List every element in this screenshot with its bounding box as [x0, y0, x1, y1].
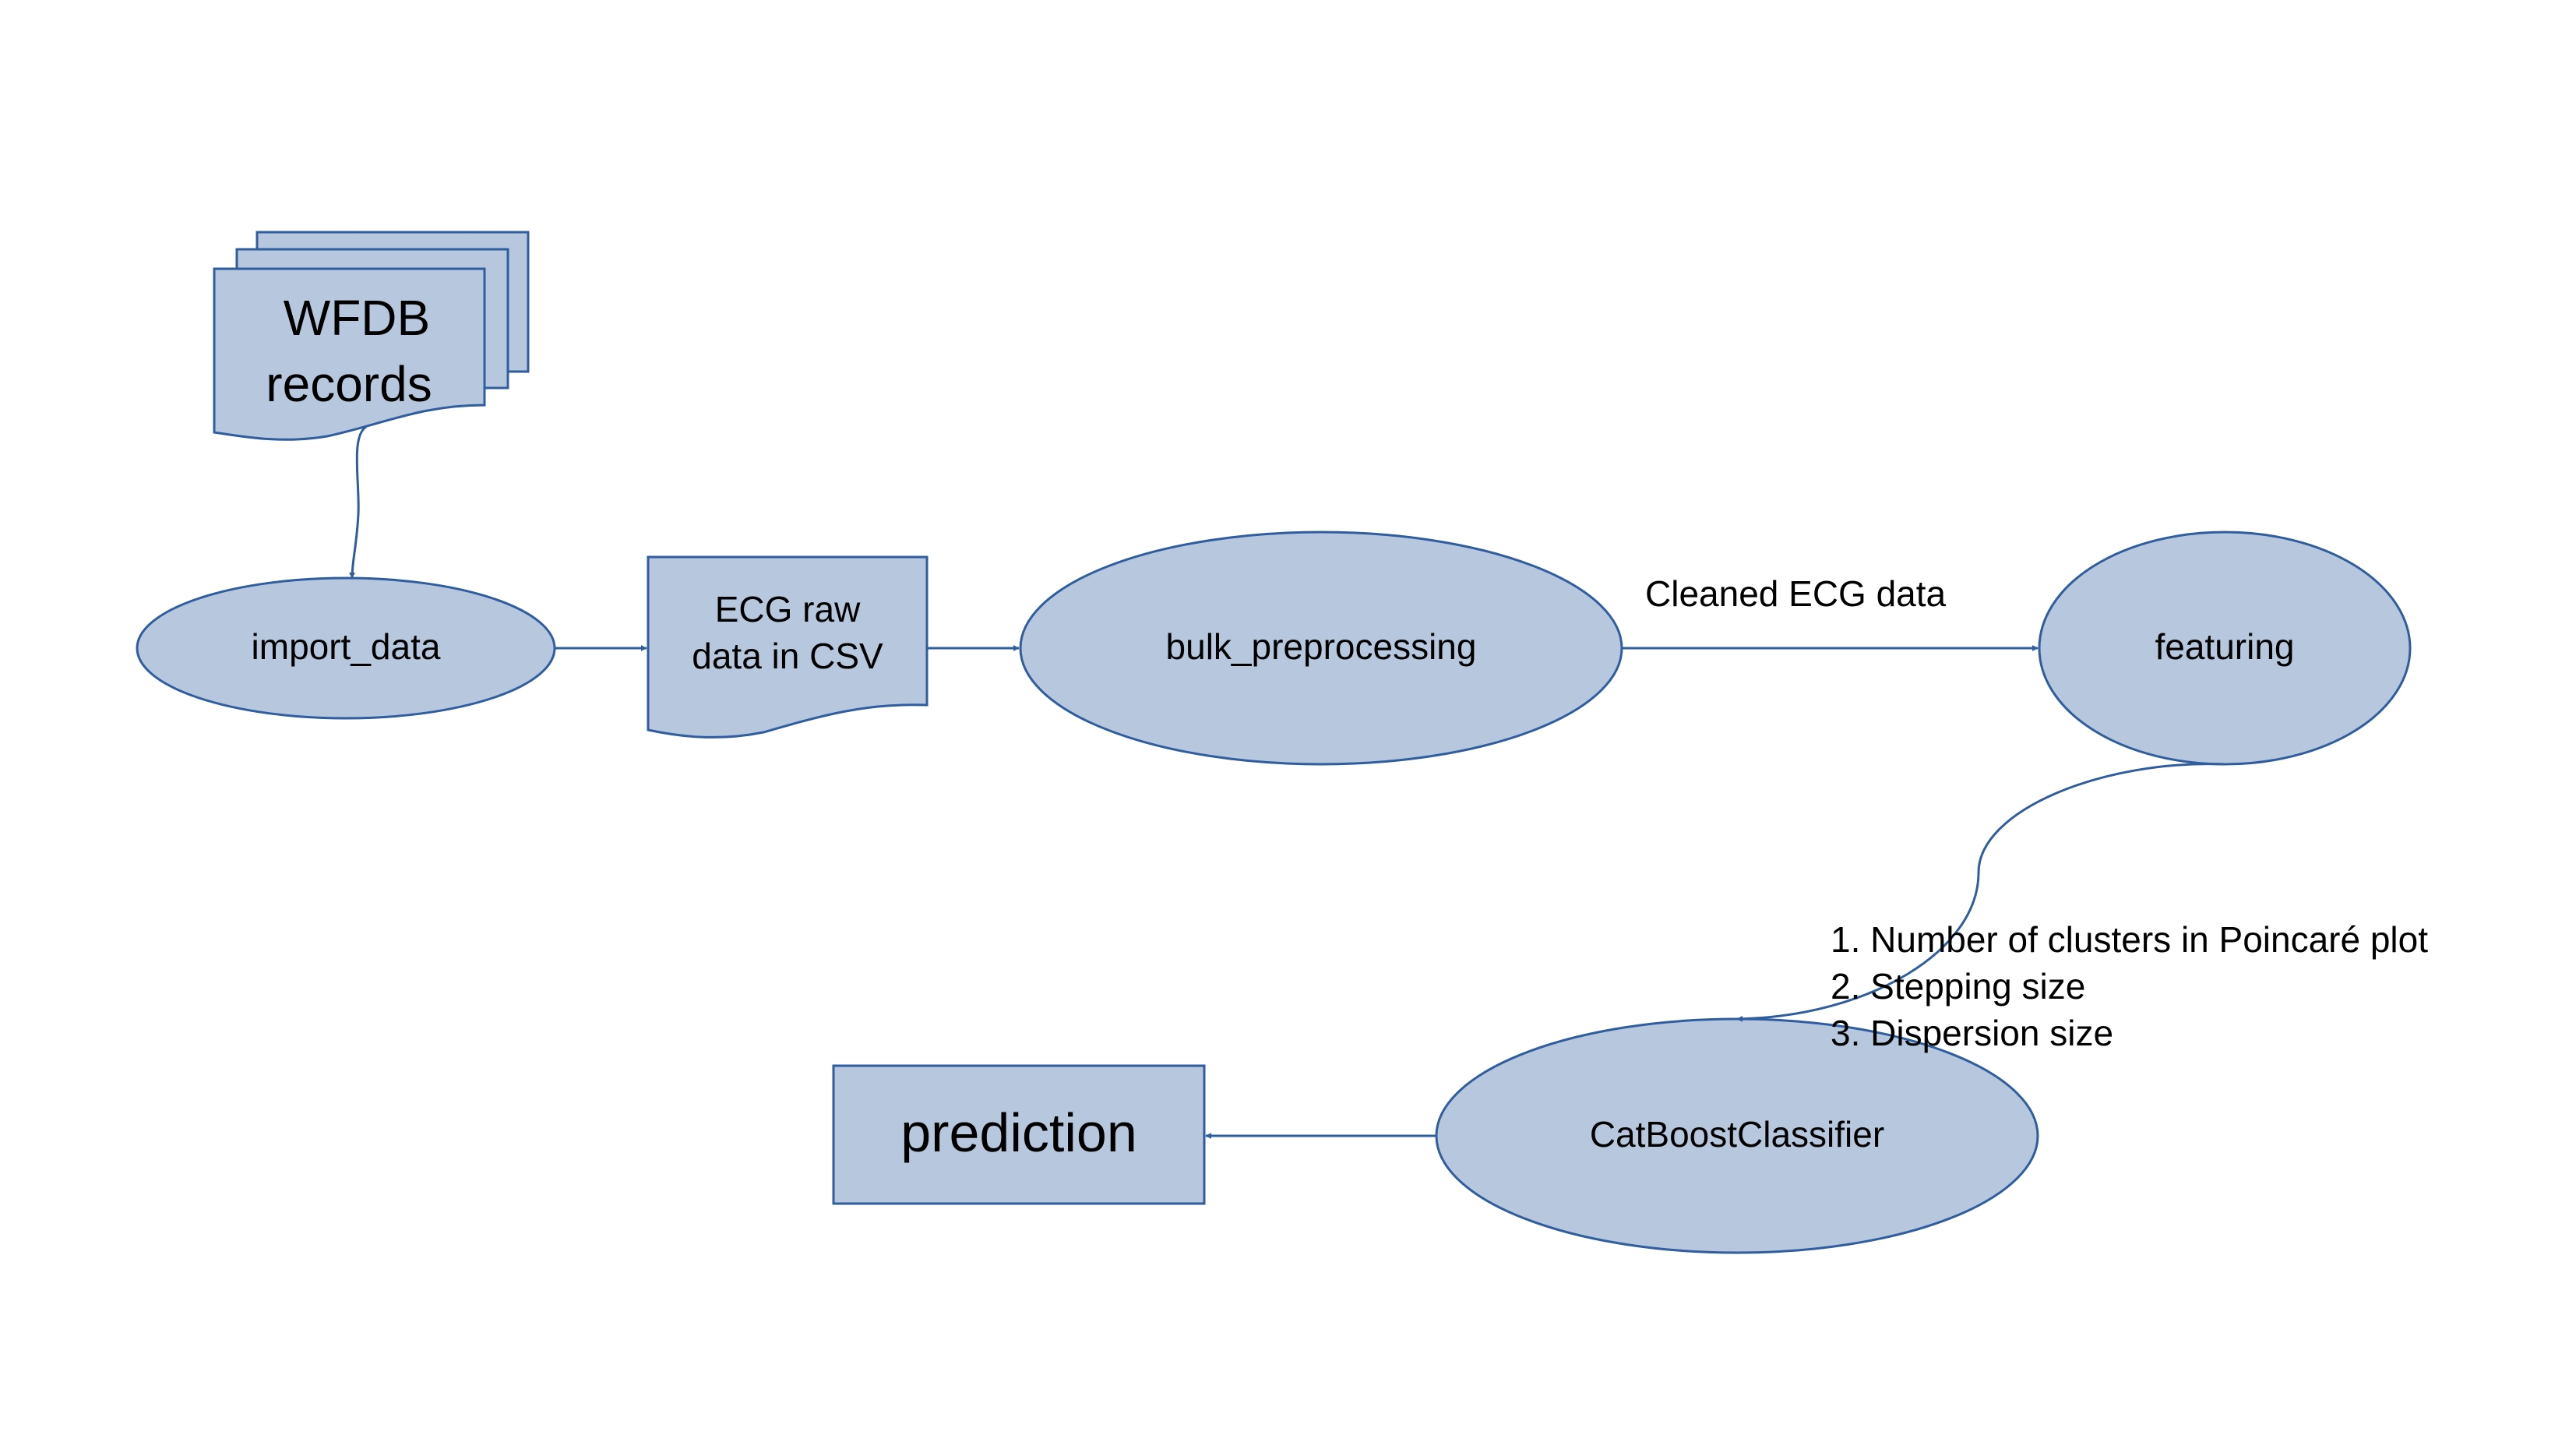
wfdb-records-node: WFDB records — [213, 231, 530, 441]
arrow-wfdb-to-import — [349, 425, 367, 579]
edge-label-features-list: 1. Number of clusters in Poincaré plot 2… — [1831, 919, 2428, 1053]
catboost-label: CatBoostClassifier — [1590, 1114, 1884, 1155]
ecg-raw-doc — [647, 555, 929, 739]
feature-item: 2. Stepping size — [1831, 966, 2085, 1007]
feature-item: 3. Dispersion size — [1831, 1013, 2113, 1053]
feature-item: 1. Number of clusters in Poincaré plot — [1831, 919, 2428, 960]
prediction-node: prediction — [832, 1064, 1206, 1205]
catboost-node: CatBoostClassifier — [1435, 1017, 2039, 1254]
edge-label-cleaned-ecg: Cleaned ECG data — [1645, 573, 1947, 614]
arrow-featuring-to-catboost — [1736, 763, 2225, 1022]
ecg-raw-label-line1: ECG raw — [715, 589, 861, 629]
ecg-raw-data-node: ECG raw data in CSV — [647, 555, 929, 739]
ecg-raw-label-line2: data in CSV — [692, 636, 883, 676]
wfdb-label-line2: records — [266, 356, 432, 412]
bulk-preprocessing-node: bulk_preprocessing — [1019, 531, 1623, 766]
import-data-node: import_data — [136, 576, 556, 720]
bulk-preprocessing-label: bulk_preprocessing — [1166, 626, 1477, 667]
wfdb-label-line1: WFDB — [284, 290, 430, 346]
featuring-label: featuring — [2155, 626, 2294, 667]
featuring-node: featuring — [2038, 531, 2412, 766]
wfdb-doc-front — [213, 267, 486, 441]
prediction-box — [832, 1064, 1206, 1205]
prediction-label: prediction — [900, 1102, 1137, 1163]
import-data-label: import_data — [252, 626, 441, 667]
